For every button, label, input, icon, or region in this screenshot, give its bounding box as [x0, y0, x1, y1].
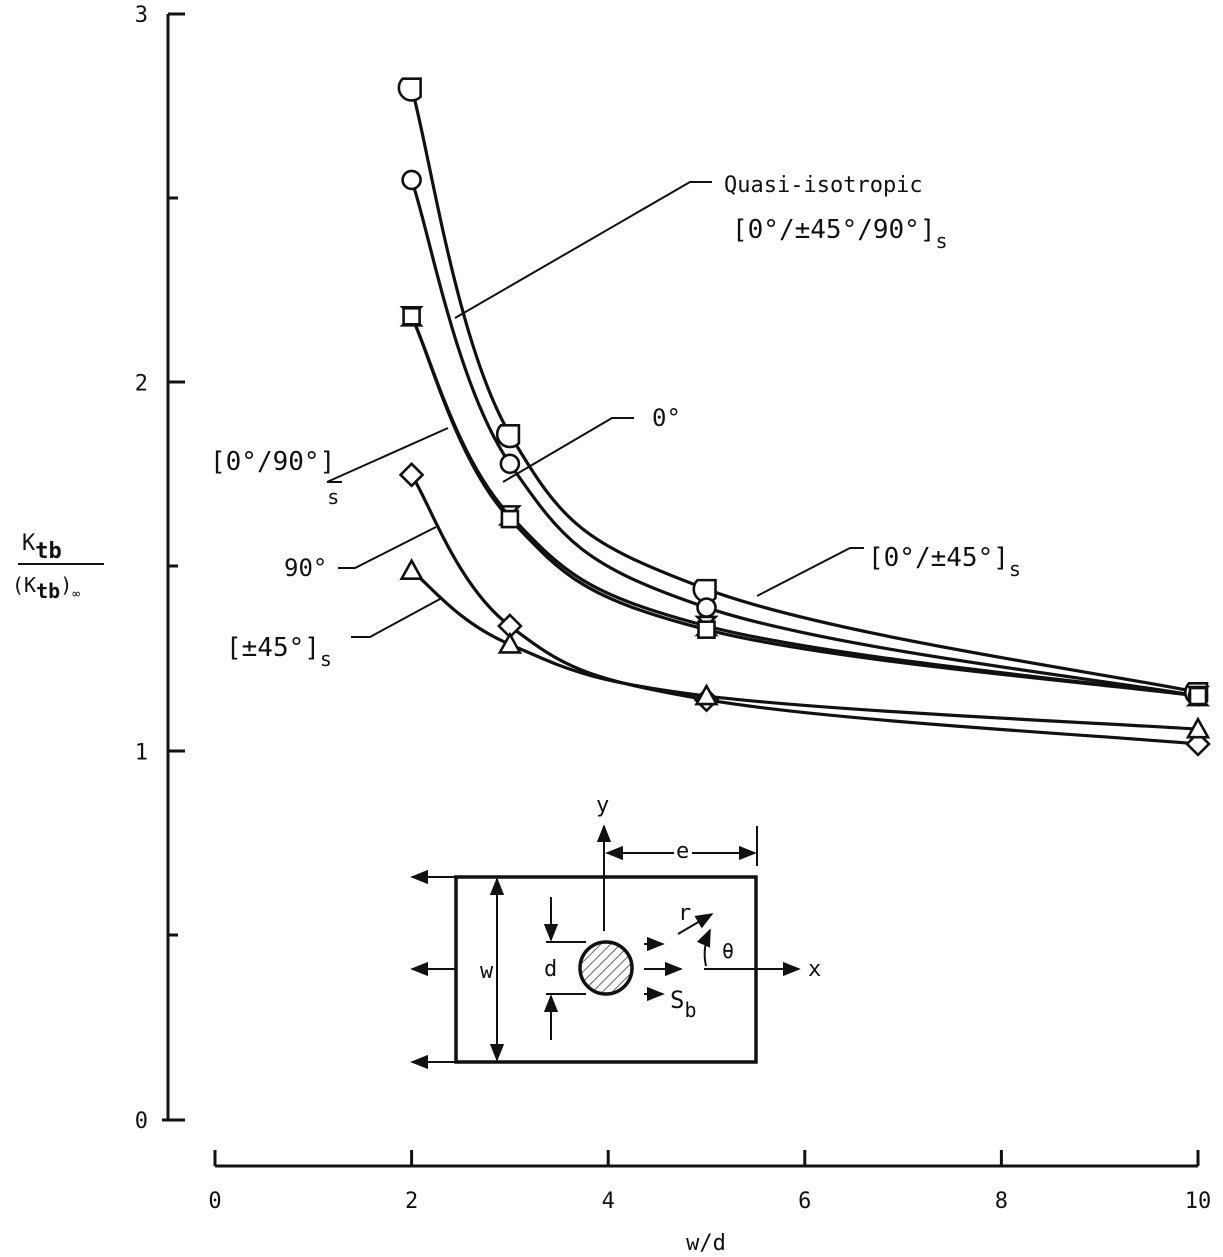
label-zero45: [0°/±45°]s [868, 543, 1021, 581]
bolt-hole [578, 940, 634, 996]
x-ticks: 0 2 4 6 8 10 [208, 1150, 1211, 1214]
marker-0-90-1 [500, 509, 520, 529]
marker-quasi-1 [495, 423, 521, 449]
inset-d: d [544, 957, 557, 982]
marker-0deg-45-0 [401, 169, 422, 191]
y-tick-labels: 0 1 2 3 [135, 3, 148, 1134]
inset-r: r [678, 901, 691, 926]
curve-90deg [410, 473, 1199, 746]
series-markers [397, 77, 1211, 757]
marker-0-90-0 [402, 307, 421, 326]
leader-zero45 [756, 547, 864, 597]
label-zero90: [0°/90°]s [210, 447, 339, 509]
marker-0deg-45-1 [499, 453, 521, 475]
marker-quasi-0 [397, 77, 422, 102]
marker-pm45-3 [1185, 716, 1211, 739]
marker-pm45-2 [694, 683, 719, 706]
y-tick-label-2: 2 [135, 372, 148, 397]
leader-pm45 [351, 598, 441, 638]
y-tick-label-3: 3 [135, 3, 148, 28]
curve-quasi [410, 87, 1199, 694]
x-tick-label-6: 6 [798, 1189, 811, 1214]
inset-diagram: w d y e Sb x r θ [410, 793, 821, 1070]
curve-0deg-45 [410, 179, 1199, 698]
leader-lines [326, 181, 864, 638]
leader-quasi [454, 181, 712, 319]
label-ninety: 90° [284, 554, 327, 582]
x-tick-label-8: 8 [995, 1189, 1008, 1214]
inset-theta: θ [722, 939, 734, 963]
y-tick-label-1: 1 [135, 740, 148, 765]
series-curves [410, 87, 1199, 746]
marker-pm45-1 [497, 631, 523, 654]
label-zero: 0° [652, 404, 681, 432]
x-axis-label: w/d [686, 1231, 726, 1256]
y-tick-label-0: 0 [135, 1109, 148, 1134]
x-tick-label-4: 4 [602, 1189, 615, 1214]
leader-zero [502, 417, 634, 483]
inset-e: e [676, 839, 689, 864]
marker-pm45-0 [399, 558, 424, 580]
label-quasi-line2: [0°/±45°/90°]s [732, 215, 948, 253]
inset-x: x [808, 957, 821, 982]
leader-ninety [338, 526, 437, 569]
y-axis-label: Ktb (Ktb)∞ [12, 531, 104, 603]
x-tick-label-0: 0 [208, 1189, 221, 1214]
svg-text:Ktb: Ktb [22, 531, 62, 564]
x-tick-label-10: 10 [1185, 1189, 1212, 1214]
svg-text:(Ktb)∞: (Ktb)∞ [12, 573, 80, 603]
marker-0-90-2 [697, 620, 716, 639]
marker-90deg-0 [398, 461, 425, 488]
inset-y: y [596, 793, 609, 818]
marker-0deg-45-2 [696, 597, 717, 618]
label-quasi-line1: Quasi-isotropic [724, 173, 923, 198]
label-pm45: [±45°]s [226, 633, 332, 671]
marker-0-90-3 [1188, 686, 1208, 706]
x-tick-label-2: 2 [405, 1189, 418, 1214]
y-axis [162, 12, 185, 1122]
curve-labels: Quasi-isotropic [0°/±45°/90°]s 0° [0°/±4… [210, 173, 1021, 671]
inset-w: w [480, 959, 494, 984]
leader-zero90 [326, 427, 449, 483]
inset-s: Sb [670, 986, 697, 1022]
curve-pm45 [410, 569, 1199, 731]
curve-0-90 [410, 315, 1199, 698]
